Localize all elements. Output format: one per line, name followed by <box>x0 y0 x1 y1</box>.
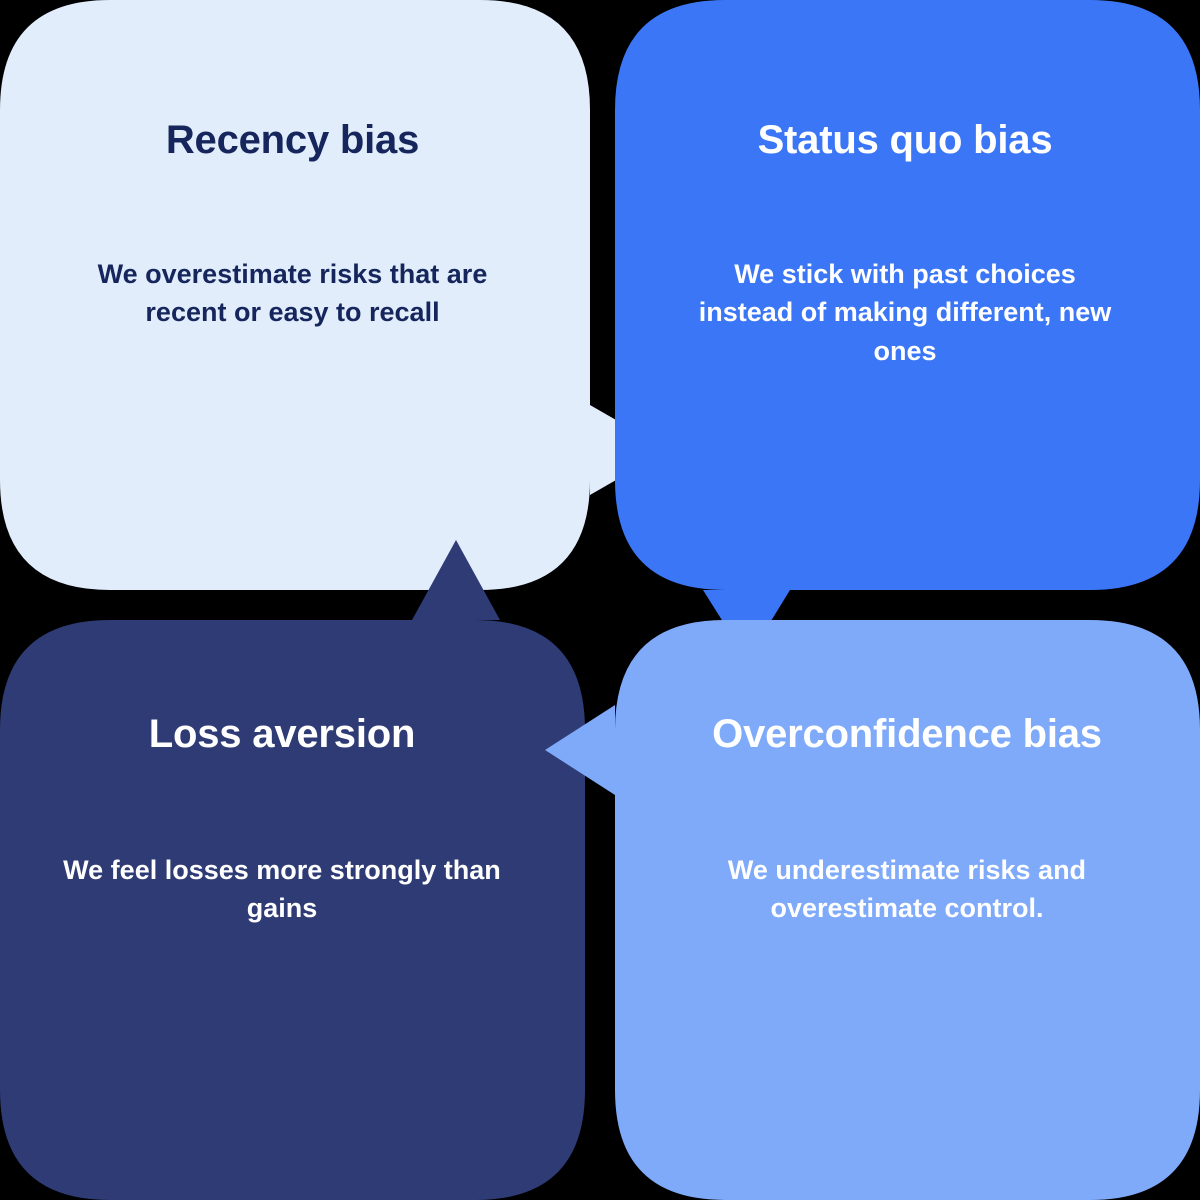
status-quo-bias-card: Status quo bias We stick with past choic… <box>625 118 1185 370</box>
overconfidence-bias-description: We underestimate risks and overestimate … <box>727 855 1087 924</box>
loss-aversion-description: We feel losses more strongly than gains <box>63 855 501 924</box>
overconfidence-bias-title: Overconfidence bias <box>712 712 1102 756</box>
status-quo-bias-title: Status quo bias <box>757 118 1053 162</box>
status-quo-bias-description: We stick with past choices instead of ma… <box>698 259 1112 366</box>
loss-aversion-title: Loss aversion <box>148 712 416 756</box>
recency-bias-title: Recency bias <box>165 118 420 162</box>
overconfidence-bias-card: Overconfidence bias We underestimate ris… <box>622 712 1192 928</box>
recency-bias-description: We overestimate risks that are recent or… <box>97 259 488 328</box>
recency-bias-card: Recency bias We overestimate risks that … <box>10 118 575 332</box>
loss-aversion-card: Loss aversion We feel losses more strong… <box>8 712 556 928</box>
